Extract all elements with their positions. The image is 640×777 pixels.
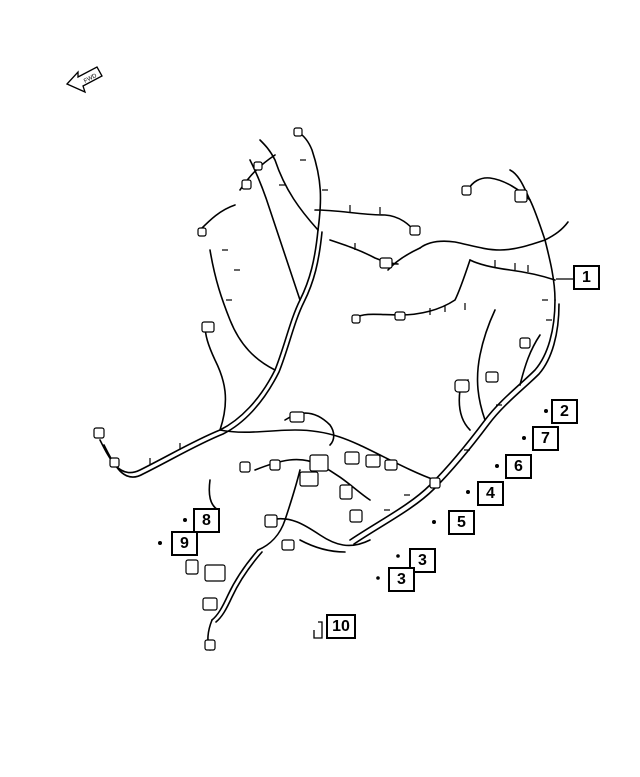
callout-4: 4 [477,481,504,506]
callout-3-upper: 3 [409,548,436,573]
callout-7: 7 [532,426,559,451]
harness-connectors [93,127,531,651]
callout-9: 9 [171,531,198,556]
callout-2: 2 [551,399,578,424]
callout-5: 5 [448,510,475,535]
callout-3-lower: 3 [388,567,415,592]
bracket-part-icon [313,621,323,639]
callout-6: 6 [505,454,532,479]
callout-10: 10 [326,614,356,639]
wiring-harness [99,131,569,651]
callout-8: 8 [193,508,220,533]
loose-part-icons [158,409,548,580]
callout-1: 1 [573,265,600,290]
forward-arrow-icon: FWD [65,66,103,94]
harness-clips [149,159,552,511]
